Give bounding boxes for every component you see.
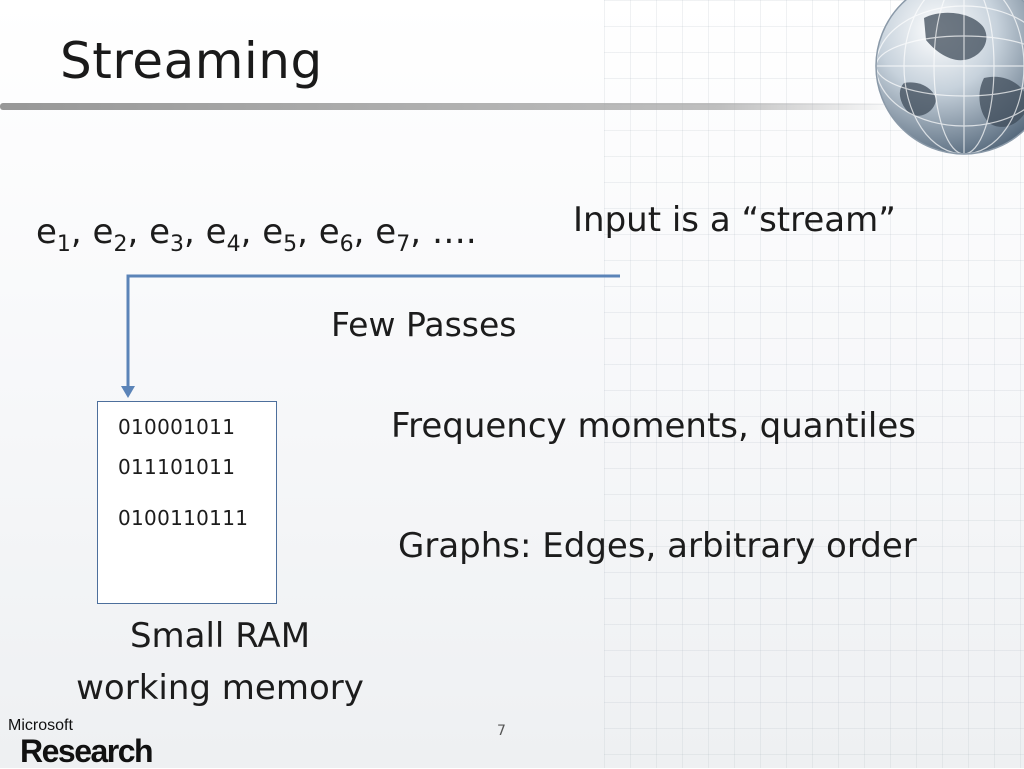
page-number: 7 [497, 723, 506, 739]
microsoft-research-logo: Microsoft Research [8, 717, 154, 769]
stream-subscript: 4 [226, 231, 241, 257]
slide-title: Streaming [60, 32, 323, 90]
stream-separator: , [127, 212, 150, 252]
title-underline [0, 103, 900, 110]
stream-separator: , [353, 212, 376, 252]
stream-subscript: 2 [113, 231, 128, 257]
stream-separator: , [297, 212, 319, 252]
ram-label-line1: Small RAM [129, 616, 311, 656]
logo-line2: Research [20, 733, 154, 769]
globe-icon [875, 0, 1024, 155]
stream-ellipsis: , …. [410, 212, 477, 252]
stream-separator: , [184, 212, 206, 252]
ram-label-line2: working memory [76, 668, 364, 708]
stream-sequence: e1, e2, e3, e4, e5, e6, e7, …. [36, 212, 477, 257]
memory-box [97, 401, 277, 604]
stream-separator: , [70, 212, 93, 252]
stream-element-base: e [262, 212, 284, 252]
arrow-head-icon [121, 386, 135, 398]
stream-element-base: e [318, 212, 340, 252]
point-frequency-moments: Frequency moments, quantiles [391, 406, 916, 446]
stream-subscript: 5 [283, 231, 298, 257]
memory-bits-row: 011101011 [118, 455, 236, 479]
stream-subscript: 6 [339, 231, 354, 257]
stream-element-base: e [149, 212, 171, 252]
stream-subscript: 3 [170, 231, 185, 257]
stream-subscript: 1 [56, 231, 71, 257]
stream-separator: , [240, 212, 263, 252]
stream-element-base: e [205, 212, 227, 252]
logo-line1: Microsoft [8, 717, 73, 734]
input-stream-label: Input is a “stream” [573, 200, 896, 240]
stream-element-base: e [375, 212, 397, 252]
point-graphs-edges: Graphs: Edges, arbitrary order [398, 526, 917, 566]
few-passes-label: Few Passes [331, 305, 517, 344]
memory-bits-row: 010001011 [118, 415, 236, 439]
memory-bits-row: 0100110111 [118, 506, 249, 530]
stream-element-base: e [36, 212, 57, 252]
stream-element-base: e [92, 212, 114, 252]
stream-subscript: 7 [396, 231, 411, 257]
ram-label: Small RAM working memory [70, 610, 370, 714]
